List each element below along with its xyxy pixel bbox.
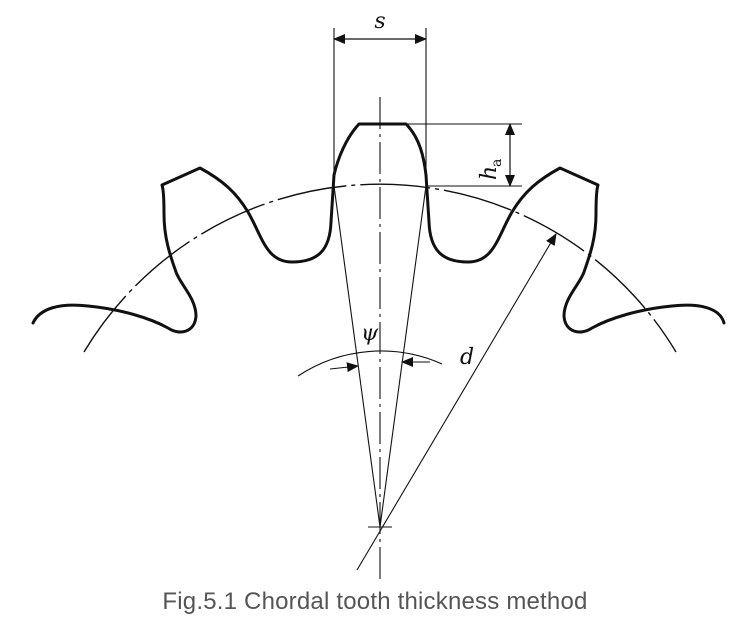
- label-s: s: [374, 9, 385, 34]
- label-d: d: [460, 345, 474, 370]
- gear-tooth-profile: [31, 122, 726, 334]
- angle-line-left: [333, 185, 381, 528]
- label-ha-sub: a: [489, 159, 505, 167]
- psi-arrow-left: [329, 362, 359, 373]
- label-ha-main: h: [477, 166, 502, 180]
- figure-caption: Fig.5.1 Chordal tooth thickness method: [162, 588, 588, 615]
- label-psi: ψ: [361, 321, 379, 346]
- label-ha: h a: [477, 159, 505, 180]
- pitch-circle: [83, 183, 677, 353]
- psi-arc: [297, 350, 443, 377]
- diameter-line: [356, 233, 557, 571]
- angle-line-right: [379, 185, 427, 528]
